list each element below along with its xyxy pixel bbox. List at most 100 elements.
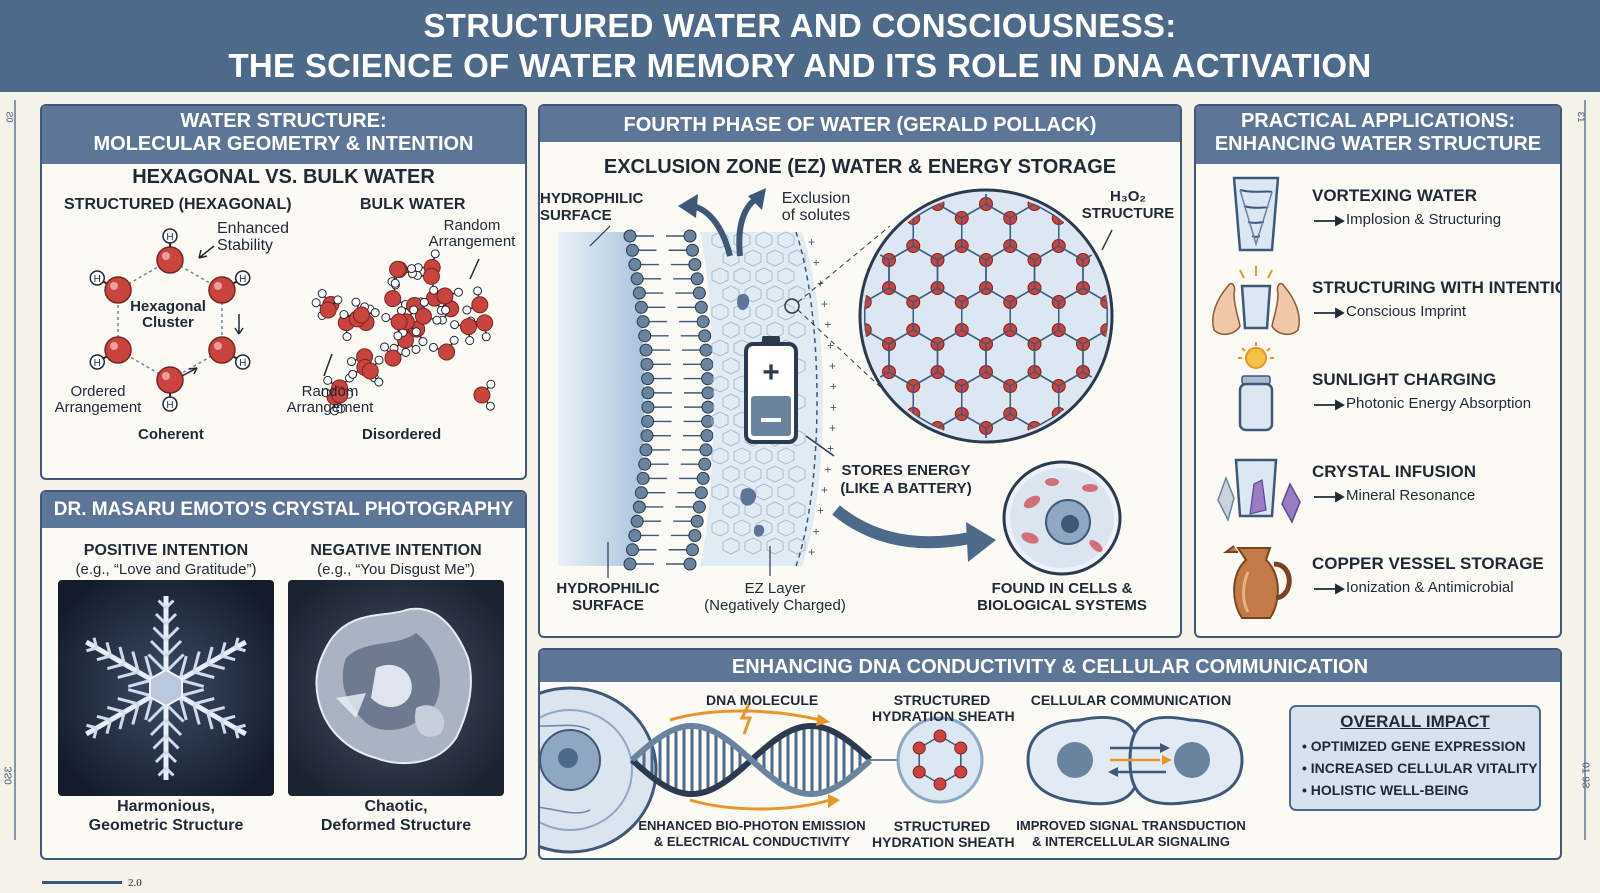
lattice-atom bbox=[931, 506, 944, 519]
charge-sign: + bbox=[829, 359, 836, 373]
lattice-atom bbox=[1125, 338, 1138, 351]
lattice-atom bbox=[931, 590, 944, 603]
lattice-atom bbox=[955, 576, 968, 589]
oxygen-atom bbox=[361, 362, 379, 380]
oxygen-atom bbox=[208, 336, 236, 364]
cellular-communication-label: CELLULAR COMMUNICATION bbox=[1030, 692, 1232, 708]
lattice-atom bbox=[834, 422, 847, 435]
exclusion-of-solutes-label: Exclusion of solutes bbox=[766, 190, 866, 224]
lattice-atom bbox=[907, 548, 920, 561]
lattice-atom bbox=[1028, 450, 1041, 463]
random-arrangement-top-label: Random Arrangement bbox=[420, 218, 524, 250]
hexagonal-cluster-label: Hexagonal Cluster bbox=[128, 299, 208, 331]
lattice-atom bbox=[1173, 114, 1180, 127]
lattice-atom bbox=[1149, 492, 1162, 505]
signal-transduction-label: IMPROVED SIGNAL TRANSDUCTION & INTERCELL… bbox=[1006, 818, 1256, 850]
lattice-atom bbox=[664, 128, 677, 141]
lattice-atom bbox=[834, 534, 847, 547]
snowflake-crystal bbox=[85, 596, 247, 780]
found-line1: FOUND IN CELLS & bbox=[991, 580, 1133, 597]
page-title-line1: STRUCTURED WATER AND CONSCIOUSNESS: bbox=[423, 7, 1177, 44]
sheath-top-line1: STRUCTURED bbox=[893, 692, 991, 708]
lattice-atom bbox=[882, 421, 897, 435]
charge-sign: + bbox=[829, 421, 836, 435]
lattice-atom bbox=[1173, 282, 1180, 295]
lattice-atom bbox=[1125, 170, 1138, 183]
lattice-atom bbox=[810, 128, 823, 141]
hands-glass-icon bbox=[1212, 266, 1300, 336]
positive-caption-line1: Harmonious, bbox=[117, 798, 215, 815]
lattice-atom bbox=[834, 114, 847, 127]
lattice-atom bbox=[689, 114, 702, 127]
lattice-atom bbox=[664, 212, 677, 225]
overall-impact-title: OVERALL IMPACT bbox=[1340, 712, 1490, 731]
arrow-random-bottom bbox=[323, 353, 333, 377]
exclusion-line1: Exclusion bbox=[781, 190, 851, 207]
overall-impact-box bbox=[1289, 705, 1541, 811]
practical-item-desc: Implosion & Structuring bbox=[1346, 211, 1502, 228]
lattice-atom bbox=[1125, 366, 1138, 379]
lattice-atom bbox=[1173, 450, 1180, 463]
left-ruler-label-top: Ƨ0 bbox=[4, 111, 15, 123]
cell-icon bbox=[1002, 460, 1122, 576]
sun-jar-icon bbox=[1238, 342, 1274, 432]
positive-caption-line2: Geometric Structure bbox=[88, 817, 244, 834]
hydrophilic-top-line2: SURFACE bbox=[540, 207, 612, 224]
lattice-atom bbox=[1028, 170, 1041, 183]
random-bottom-line1: Random bbox=[301, 383, 359, 400]
lattice-atom bbox=[1052, 128, 1065, 141]
ez-subtitle: EXCLUSION ZONE (EZ) WATER & ENERGY STORA… bbox=[603, 156, 1117, 178]
practical-item-title: VORTEXING WATER bbox=[1312, 186, 1477, 205]
lattice-atom bbox=[737, 114, 750, 127]
hydrophilic-bottom-line2: SURFACE bbox=[572, 597, 644, 614]
lattice-atom bbox=[664, 156, 677, 169]
impact-item-3: • HOLISTIC WELL-BEING bbox=[1302, 782, 1469, 798]
oxygen-atom bbox=[471, 296, 489, 314]
lattice-atom bbox=[1076, 450, 1089, 463]
lattice-atom bbox=[786, 114, 799, 127]
structured-label: STRUCTURED (HEXAGONAL) bbox=[64, 196, 292, 213]
impact-item-1: • OPTIMIZED GENE EXPRESSION bbox=[1302, 738, 1526, 754]
negative-caption: Chaotic, Deformed Structure bbox=[288, 797, 504, 835]
lattice-atom bbox=[664, 492, 677, 505]
lattice-atom bbox=[1149, 548, 1162, 561]
curved-arrow-to-cell bbox=[966, 522, 996, 562]
lattice-atom bbox=[1125, 254, 1138, 267]
lattice-atom bbox=[1125, 114, 1138, 127]
random-top-line1: Random bbox=[443, 217, 501, 234]
dna-molecule-label: DNA MOLECULE bbox=[706, 692, 819, 708]
negative-intention-example: (e.g., “You Disgust Me”) bbox=[317, 561, 475, 578]
random-top-line2: Arrangement bbox=[428, 233, 516, 250]
left-ruler bbox=[14, 100, 16, 840]
practical-item-title: CRYSTAL INFUSION bbox=[1312, 462, 1477, 481]
ordered-line2: Arrangement bbox=[54, 399, 142, 416]
lattice-atom bbox=[1149, 464, 1162, 477]
practical-title-line1: PRACTICAL APPLICATIONS: bbox=[1240, 110, 1516, 132]
enhanced-stability-label: Enhanced Stability bbox=[217, 220, 289, 254]
lattice-atom bbox=[1125, 534, 1138, 547]
lattice-atom bbox=[980, 170, 993, 183]
cluster-line1: Hexagonal bbox=[130, 298, 206, 315]
lattice-atom bbox=[713, 156, 726, 169]
lattice-atom bbox=[1101, 128, 1114, 141]
hex-vs-bulk-subtitle: HEXAGONAL VS. BULK WATER bbox=[132, 166, 435, 188]
lattice-atom bbox=[689, 366, 702, 379]
hydrogen-label: H bbox=[239, 358, 246, 369]
lattice-atom bbox=[664, 380, 677, 393]
lattice-atom bbox=[883, 450, 896, 463]
charge-sign: + bbox=[821, 483, 828, 497]
lattice-atom bbox=[882, 197, 897, 211]
exclusion-arrow-left bbox=[678, 194, 698, 218]
lattice-atom bbox=[883, 506, 896, 519]
lattice-atom bbox=[931, 114, 944, 127]
arrow-enhanced bbox=[198, 245, 215, 259]
random-arrangement-bottom-label: Random Arrangement bbox=[278, 384, 382, 416]
lattice-atom bbox=[810, 156, 823, 169]
oxygen-atom bbox=[422, 267, 440, 285]
water-structure-title-line2: MOLECULAR GEOMETRY & INTENTION bbox=[93, 133, 474, 155]
lattice-atom bbox=[689, 422, 702, 435]
lattice-atom bbox=[1076, 114, 1089, 127]
oxygen-atom bbox=[389, 260, 407, 278]
